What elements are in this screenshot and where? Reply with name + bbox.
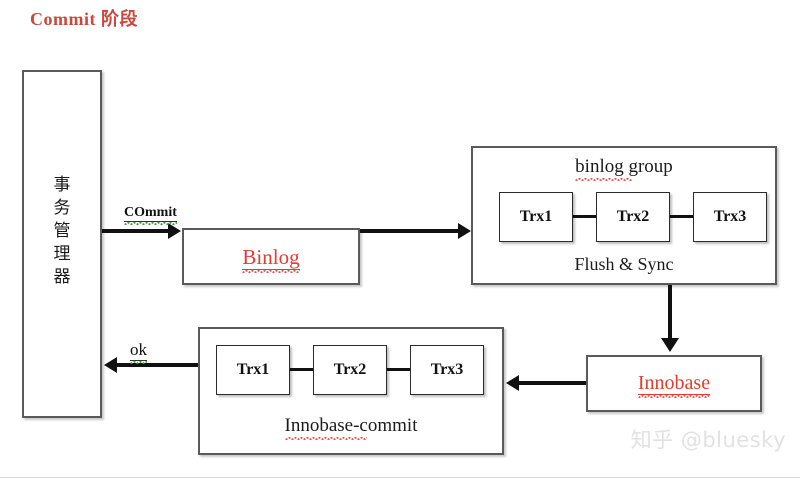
- binlog-group-title: binlog group: [473, 156, 775, 181]
- tm-char-1: 务: [53, 198, 71, 218]
- innobase-label: Innobase: [588, 372, 760, 398]
- edge-label-commit-text: COmmit: [124, 205, 177, 220]
- binlog-group-footer: Flush & Sync: [574, 254, 674, 274]
- edge-commit-trx2-trx3-line: [387, 368, 415, 371]
- edge-trx2-trx3-line: [670, 215, 698, 218]
- edge-commit-line: [102, 229, 170, 233]
- trx-box: Trx3: [410, 345, 484, 395]
- edge-label-ok: ok: [130, 340, 147, 364]
- trx-label: Trx3: [713, 208, 747, 225]
- trx-box: Trx2: [313, 345, 387, 395]
- binlog-squiggle-icon: [242, 270, 300, 273]
- edge-label-commit: COmmit: [124, 205, 177, 225]
- ok-squiggle-icon: [130, 361, 147, 364]
- edge-binlog-to-group-line: [360, 229, 460, 233]
- edge-commit-trx1-trx2-line: [290, 368, 318, 371]
- commit-underline: [124, 220, 177, 222]
- edge-innobase-to-commit-arrowhead: [506, 375, 519, 391]
- edge-commit-arrowhead: [168, 223, 181, 239]
- commit-squiggle-icon: [124, 222, 177, 225]
- node-binlog-group: binlog group Trx1 Trx2 Trx3 Flush & Sync: [471, 146, 777, 285]
- innobase-commit-footer: Innobase-commit: [200, 415, 502, 440]
- edge-innobase-to-commit-line: [518, 381, 586, 385]
- innobase-underline: [637, 393, 711, 395]
- transaction-manager-label: 事 务 管 理 器: [24, 174, 100, 289]
- node-innobase: Innobase: [586, 355, 762, 412]
- page-title: Commit 阶段: [30, 9, 138, 29]
- ok-underline: [130, 359, 147, 361]
- node-binlog: Binlog: [182, 228, 360, 285]
- edge-trx1-trx2-line: [573, 215, 601, 218]
- innobase-squiggle-icon: [637, 395, 711, 398]
- trx-label: Trx2: [333, 361, 367, 378]
- tm-char-2: 管: [53, 221, 71, 241]
- binlog-group-title-text: binlog group: [575, 156, 673, 177]
- binlog-group-squiggle-icon: [575, 178, 632, 181]
- trx-box: Trx3: [693, 192, 767, 242]
- trx-box: Trx1: [216, 345, 290, 395]
- trx-label: Trx1: [236, 361, 270, 378]
- binlog-label: Binlog: [184, 245, 358, 273]
- edge-group-to-innobase-arrowhead: [661, 338, 679, 352]
- trx-label: Trx2: [616, 208, 650, 225]
- tm-char-4: 器: [53, 267, 71, 287]
- node-innobase-commit: Trx1 Trx2 Trx3 Innobase-commit: [198, 327, 504, 455]
- innobase-commit-footer-text: Innobase-commit: [284, 415, 418, 436]
- trx-label: Trx1: [519, 208, 553, 225]
- binlog-underline: [242, 268, 300, 270]
- trx-box: Trx1: [499, 192, 573, 242]
- watermark: 知乎 @bluesky: [630, 428, 786, 452]
- innobase-label-text: Innobase: [637, 372, 711, 394]
- trx-label: Trx3: [430, 361, 464, 378]
- edge-group-to-innobase-line: [668, 285, 672, 339]
- tm-char-0: 事: [53, 175, 71, 195]
- tm-char-3: 理: [53, 244, 71, 264]
- binlog-label-text: Binlog: [242, 245, 300, 269]
- trx-box: Trx2: [596, 192, 670, 242]
- edge-label-ok-text: ok: [130, 340, 147, 359]
- edge-binlog-to-group-arrowhead: [458, 223, 471, 239]
- node-transaction-manager: 事 务 管 理 器: [22, 70, 102, 418]
- edge-ok-line: [116, 363, 198, 367]
- innobase-commit-squiggle-icon: [284, 437, 367, 440]
- edge-ok-arrowhead: [104, 357, 117, 373]
